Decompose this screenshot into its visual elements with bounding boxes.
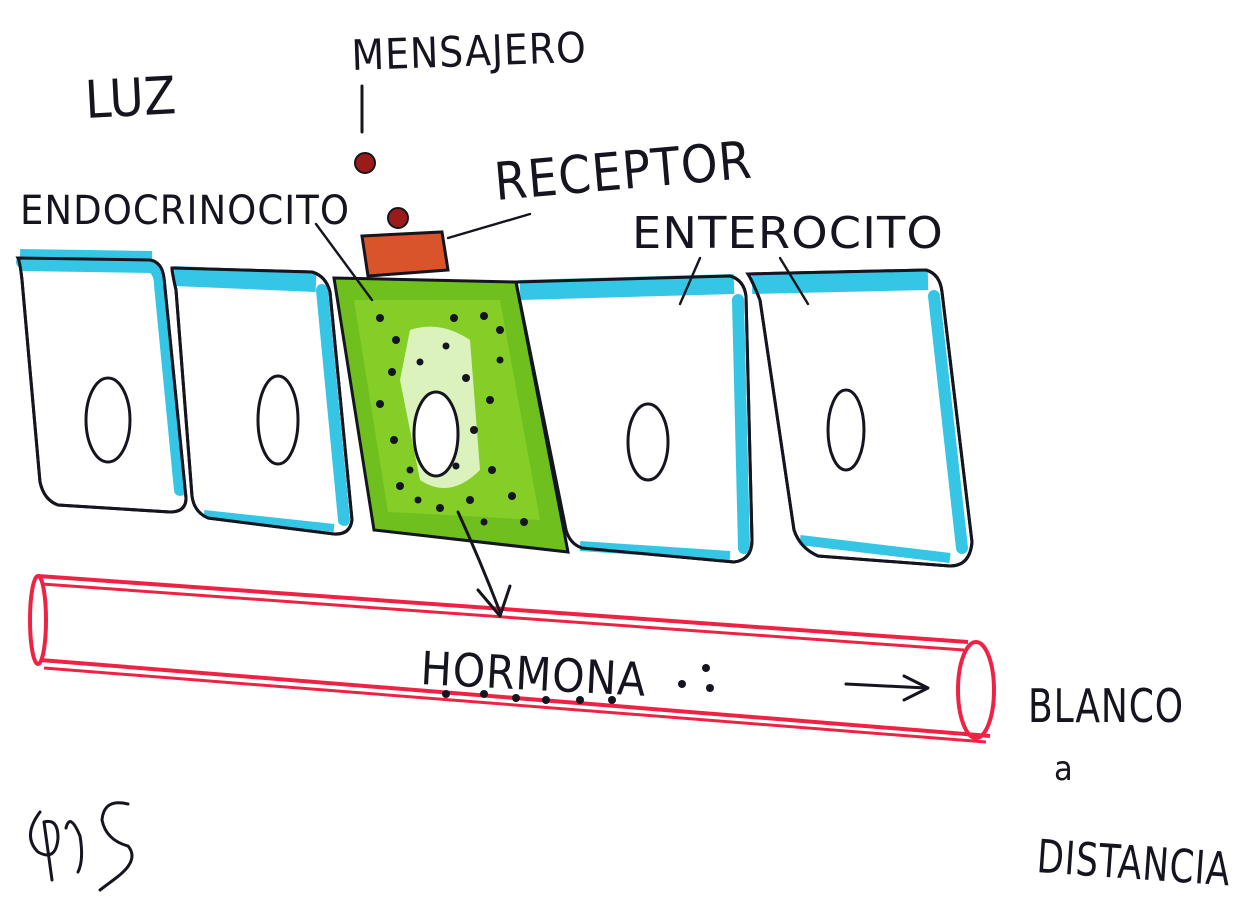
label-blanco: BLANCO	[1028, 679, 1184, 733]
messenger-molecules	[355, 86, 408, 228]
receptor	[362, 232, 448, 276]
messenger-dot-1	[355, 153, 375, 173]
author-signature	[30, 803, 132, 890]
label-mensajero: MENSAJERO	[351, 23, 588, 80]
label-luz: LUZ	[84, 66, 179, 131]
receptor-leader-line	[448, 214, 530, 238]
messenger-dot-2	[388, 208, 408, 228]
label-endocrinocito: ENDOCRINOCITO	[20, 188, 350, 234]
enterocyte-cell-1	[18, 258, 186, 512]
label-a: a	[1054, 749, 1074, 789]
label-distancia: DISTANCIA	[1035, 829, 1232, 896]
label-receptor: RECEPTOR	[492, 131, 755, 213]
enterocyte-cell-4	[748, 270, 972, 566]
label-enterocito: ENTEROCITO	[632, 208, 944, 259]
label-hormona: HORMONA	[419, 641, 648, 707]
nucleus-endocrine	[414, 392, 458, 476]
flow-arrow	[846, 676, 928, 700]
enterocyte-cell-2	[172, 268, 352, 534]
